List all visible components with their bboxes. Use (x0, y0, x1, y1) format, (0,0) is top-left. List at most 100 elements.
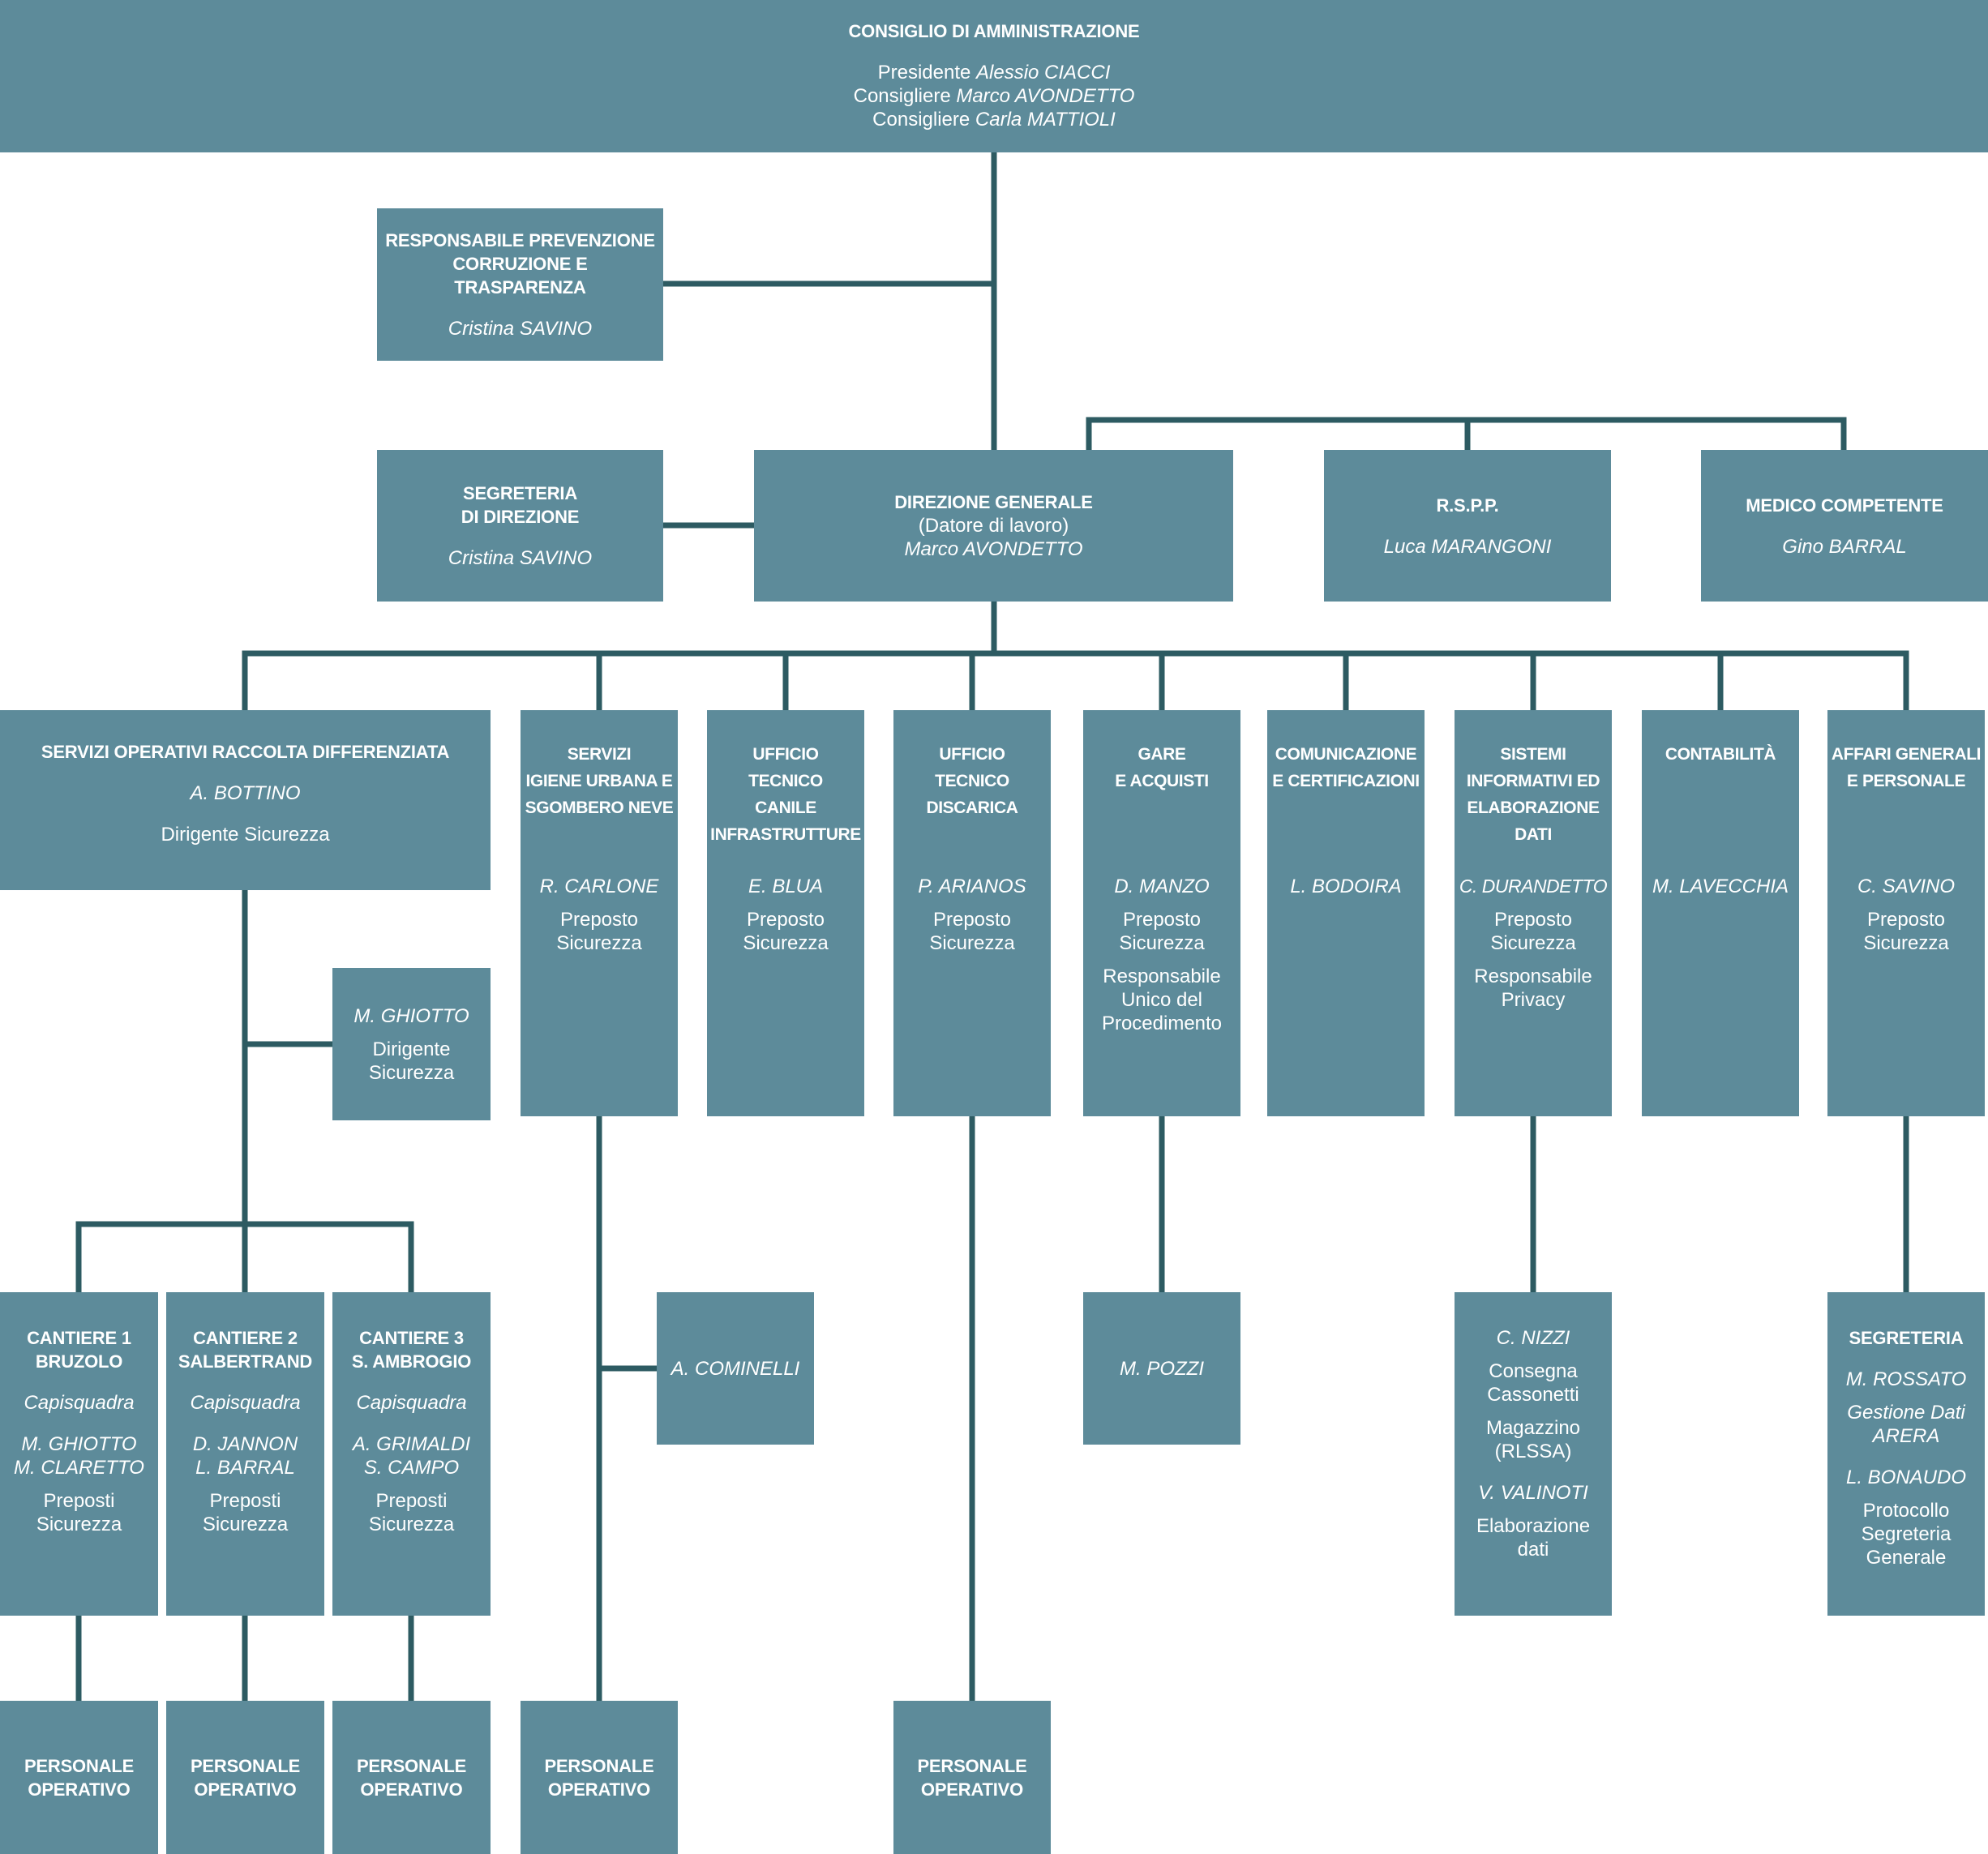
segreteria-generale-box: SEGRETERIA M. ROSSATO Gestione Dati ARER… (1827, 1292, 1985, 1616)
cantiere-names: D. JANNON L. BARRAL (192, 1433, 298, 1479)
segreteria-direzione-title: SEGRETERIA DI DIREZIONE (461, 483, 580, 527)
cantiere-title: CANTIERE 3 S. AMBROGIO (351, 1328, 472, 1372)
direzione-generale-name: Marco AVONDETTO (904, 538, 1083, 560)
direzione-generale-title: DIREZIONE GENERALE (894, 492, 1093, 512)
department-title: AFFARI GENERALI E PERSONALE (1831, 745, 1982, 790)
segreteria-person-role: Protocollo Segreteria Generale (1861, 1500, 1952, 1569)
rspp-title: R.S.P.P. (1436, 495, 1499, 516)
department-role: Preposto Sicurezza (1863, 909, 1949, 954)
department-head: E. BLUA (748, 876, 824, 897)
medico-title: MEDICO COMPETENTE (1746, 495, 1943, 516)
personale-operativo-box: PERSONALE OPERATIVO (893, 1701, 1051, 1854)
board-member: Presidente Alessio CIACCI (877, 62, 1111, 83)
department-title: SISTEMI INFORMATIVI ED ELABORAZIONE DATI (1466, 745, 1600, 844)
cantiere-title: CANTIERE 2 SALBERTRAND (178, 1328, 313, 1372)
ghiotto-box: M. GHIOTTO Dirigente Sicurezza (332, 968, 491, 1120)
rspp-box: R.S.P.P. Luca MARANGONI (1324, 450, 1611, 602)
board-title: CONSIGLIO DI AMMINISTRAZIONE (848, 21, 1140, 41)
ghiotto-role: Dirigente Sicurezza (368, 1038, 455, 1084)
cantiere-box-1: CANTIERE 1 BRUZOLO Capisquadra M. GHIOTT… (0, 1292, 158, 1616)
department-box-igiene-urbana: SERVIZI IGIENE URBANA E SGOMBERO NEVE R.… (521, 710, 678, 1116)
segreteria-direzione-name: Cristina SAVINO (448, 547, 593, 569)
department-head: D. MANZO (1114, 876, 1210, 897)
department-head: L. BODOIRA (1290, 876, 1402, 897)
direzione-generale-subtitle: (Datore di lavoro) (918, 515, 1069, 537)
department-title: GARE E ACQUISTI (1115, 745, 1209, 790)
department-role: Responsabile Privacy (1474, 966, 1592, 1011)
staff-role: Elaborazione dati (1476, 1515, 1591, 1561)
personale-operativo-label: PERSONALE OPERATIVO (190, 1755, 301, 1800)
department-role: Dirigente Sicurezza (161, 824, 330, 846)
department-box-contabilita: CONTABILITÀ M. LAVECCHIA (1642, 710, 1799, 1116)
department-role: Preposto Sicurezza (1490, 909, 1576, 954)
rpct-title: RESPONSABILE PREVENZIONE CORRUZIONE E TR… (385, 230, 655, 298)
personale-operativo-label: PERSONALE OPERATIVO (544, 1755, 654, 1800)
staff-role: Consegna Cassonetti (1487, 1360, 1579, 1406)
department-box-gare-acquisti: GARE E ACQUISTI D. MANZO Preposto Sicure… (1083, 710, 1240, 1116)
pozzi-box: M. POZZI (1083, 1292, 1240, 1445)
department-title: COMUNICAZIONE E CERTIFICAZIONI (1272, 745, 1420, 790)
segreteria-person-name: M. ROSSATO (1845, 1368, 1967, 1390)
department-head: C. SAVINO (1857, 876, 1956, 897)
cominelli-name: A. COMINELLI (671, 1357, 800, 1380)
department-head: P. ARIANOS (918, 876, 1026, 897)
rpct-name: Cristina SAVINO (448, 318, 593, 340)
sistemi-staff-box: C. NIZZI Consegna Cassonetti Magazzino (… (1455, 1292, 1612, 1616)
department-box-comunicazione: COMUNICAZIONE E CERTIFICAZIONI L. BODOIR… (1267, 710, 1425, 1116)
medico-name: Gino BARRAL (1782, 535, 1907, 558)
cominelli-box: A. COMINELLI (657, 1292, 814, 1445)
cantiere-names: M. GHIOTTO M. CLARETTO (14, 1433, 144, 1479)
rpct-box: RESPONSABILE PREVENZIONE CORRUZIONE E TR… (377, 208, 663, 361)
cantiere-label: Capisquadra (190, 1392, 301, 1414)
board-member: Consigliere Marco AVONDETTO (853, 85, 1135, 107)
department-role: Preposto Sicurezza (743, 909, 829, 954)
segreteria-title: SEGRETERIA (1849, 1328, 1964, 1348)
rspp-name: Luca MARANGONI (1383, 535, 1552, 558)
department-box-tecnico-discarica: UFFICIO TECNICO DISCARICA P. ARIANOS Pre… (893, 710, 1051, 1116)
cantiere-label: Capisquadra (356, 1392, 467, 1414)
cantiere-box-3: CANTIERE 3 S. AMBROGIO Capisquadra A. GR… (332, 1292, 491, 1616)
department-title: SERVIZI OPERATIVI RACCOLTA DIFFERENZIATA (41, 742, 450, 762)
medico-box: MEDICO COMPETENTE Gino BARRAL (1701, 450, 1988, 602)
department-role: Preposto Sicurezza (556, 909, 642, 954)
department-title: UFFICIO TECNICO DISCARICA (926, 745, 1018, 817)
department-title: CONTABILITÀ (1665, 745, 1776, 764)
department-head: A. BOTTINO (190, 782, 301, 804)
personale-operativo-box: PERSONALE OPERATIVO (332, 1701, 491, 1854)
department-role: Preposto Sicurezza (929, 909, 1015, 954)
board-box: CONSIGLIO DI AMMINISTRAZIONE Presidente … (0, 0, 1988, 152)
staff-role: Magazzino (RLSSA) (1485, 1417, 1581, 1462)
board-member: Consigliere Carla MATTIOLI (872, 109, 1116, 131)
segreteria-person-name: L. BONAUDO (1845, 1467, 1967, 1488)
personale-operativo-box: PERSONALE OPERATIVO (0, 1701, 158, 1854)
ghiotto-name: M. GHIOTTO (353, 1004, 469, 1027)
personale-operativo-box: PERSONALE OPERATIVO (166, 1701, 324, 1854)
department-box-affari-generali: AFFARI GENERALI E PERSONALE C. SAVINO Pr… (1827, 710, 1985, 1116)
department-title: SERVIZI IGIENE URBANA E SGOMBERO NEVE (525, 745, 674, 817)
cantiere-role: Preposti Sicurezza (202, 1490, 289, 1535)
direzione-generale-box: DIREZIONE GENERALE (Datore di lavoro) Ma… (754, 450, 1233, 602)
department-box-sistemi-informativi: SISTEMI INFORMATIVI ED ELABORAZIONE DATI… (1455, 710, 1612, 1116)
cantiere-box-2: CANTIERE 2 SALBERTRAND Capisquadra D. JA… (166, 1292, 324, 1616)
department-box-raccolta: SERVIZI OPERATIVI RACCOLTA DIFFERENZIATA… (0, 710, 491, 890)
staff-name: V. VALINOTI (1478, 1482, 1588, 1504)
department-box-tecnico-canile: UFFICIO TECNICO CANILE INFRASTRUTTURE E.… (707, 710, 864, 1116)
pozzi-name: M. POZZI (1120, 1357, 1204, 1380)
cantiere-title: CANTIERE 1 BRUZOLO (27, 1328, 131, 1372)
personale-operativo-box: PERSONALE OPERATIVO (521, 1701, 678, 1854)
cantiere-role: Preposti Sicurezza (368, 1490, 455, 1535)
personale-operativo-label: PERSONALE OPERATIVO (917, 1755, 1027, 1800)
department-head: R. CARLONE (539, 876, 659, 897)
cantiere-label: Capisquadra (24, 1392, 135, 1414)
segreteria-person-role: Gestione Dati ARERA (1847, 1402, 1965, 1447)
personale-operativo-label: PERSONALE OPERATIVO (356, 1755, 467, 1800)
cantiere-names: A. GRIMALDI S. CAMPO (352, 1433, 471, 1479)
personale-operativo-label: PERSONALE OPERATIVO (24, 1755, 135, 1800)
staff-name: C. NIZZI (1496, 1327, 1570, 1349)
department-role: Responsabile Unico del Procedimento (1101, 966, 1223, 1034)
segreteria-direzione-box: SEGRETERIA DI DIREZIONE Cristina SAVINO (377, 450, 663, 602)
department-role: Preposto Sicurezza (1119, 909, 1205, 954)
department-head: C. DURANDETTO (1459, 876, 1608, 897)
